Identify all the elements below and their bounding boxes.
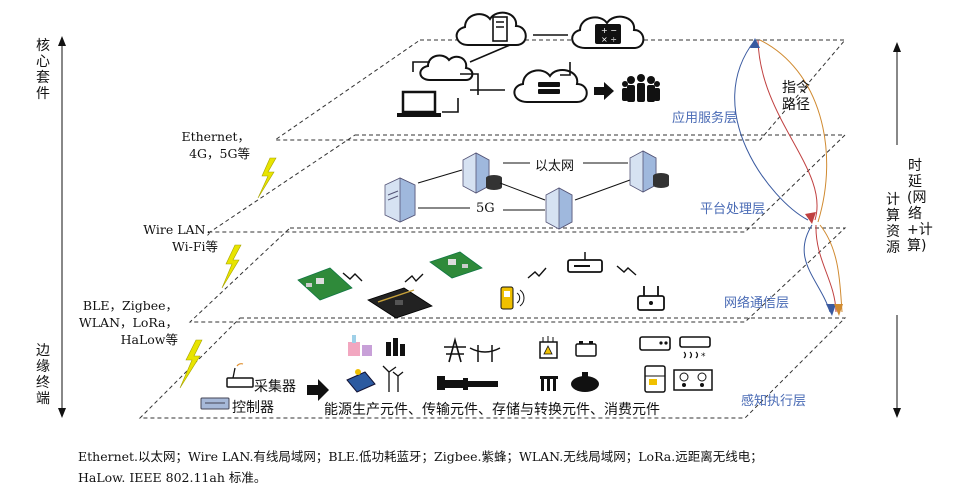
router-icon [567,252,603,273]
footer-note-line-2: HaLow. IEEE 802.11ah 标准。 [78,470,267,485]
svg-text:× ÷: × ÷ [601,35,617,44]
cloud-storage-icon [513,69,588,103]
command-path-curve [815,224,837,313]
ethernet-link-label: 以太网 [535,159,575,174]
layer-label-network: 网络通信层 [724,296,790,311]
arrow-right-icon [594,82,614,100]
circuit-board-icon [297,267,353,301]
components-caption: 能源生产元件、传输元件、存储与转换元件、消费元件 [324,402,660,418]
protocol-label-lan: Wire LAN，Wi-Fi等 [143,222,218,254]
wifi-access-point-icon [637,286,665,311]
right-axis-arrow [893,42,901,418]
cloud-server-icon [455,11,527,46]
command-path-curve [734,39,809,221]
server-icon [545,187,573,230]
wind-turbine-icon [382,365,404,392]
iot-device-icon [500,286,525,310]
left-axis-bottom-label: 边缘终端 [36,343,50,407]
arrowhead-icon [834,304,843,316]
command-path-curve [803,224,831,313]
arrow-right-icon [307,379,329,401]
laptop-icon [397,90,441,117]
lightning-icon [257,157,277,199]
fiveg-link-label: 5G [476,201,495,216]
users-icon [622,74,660,102]
footer-note-line-1: Ethernet.以太网；Wire LAN.有线局域网；BLE.低功耗蓝牙；Zi… [78,449,763,464]
circuit-board-icon [429,251,483,279]
cloud-calculator-icon: + − × ÷ [571,15,645,49]
command-path-label: 指令路径 [782,80,810,113]
left-axis-arrow [58,36,66,418]
database-server-icon [629,150,669,193]
layer-label-platform: 平台处理层 [700,202,766,217]
command-path-curve [757,39,818,221]
server-icon [384,177,416,223]
wireless-signal-icon [404,273,424,283]
network-card-icon [367,287,433,319]
arrowhead-icon [750,38,760,48]
substation-icon [539,336,558,359]
lightning-icon [221,244,242,289]
collector-label: 采集器 [254,379,296,395]
air-conditioner-icon [639,336,671,351]
factory-icon [386,338,405,356]
refrigerator-icon [644,365,666,393]
layer-label-perception: 感知执行层 [741,394,807,409]
svg-text:+ −: + − [601,26,617,35]
right-axis-compute-label: 计算资源 [886,192,900,256]
stove-icon [673,369,713,391]
layer-label-application: 应用服务层 [672,111,738,126]
wireless-signal-icon [527,267,547,279]
svg-text:*: * [701,352,706,362]
power-plant-icon [348,335,372,356]
transmission-tower-icon [444,336,466,363]
pipeline-icon [437,376,498,390]
controller-label: 控制器 [232,400,274,416]
cloud-icon [419,54,474,81]
power-line-icon [469,345,501,362]
command-path-curve [759,39,828,223]
gas-tank-icon [571,372,599,392]
collector-device-icon [226,363,254,388]
solar-panel-icon [346,369,376,393]
storage-cells-icon [540,376,558,391]
layer-plane-platform [208,134,847,233]
wireless-signal-icon [616,265,637,276]
arrowhead-icon [805,212,816,224]
protocol-label-backbone: Ethernet，4G，5G等 [181,129,250,161]
wireless-signal-icon [342,272,363,282]
lightning-icon [179,339,203,389]
layer-plane-application [273,39,847,141]
protocol-label-edge: BLE，Zigbee，WLAN，LoRa，HaLow等 [78,298,178,347]
arrowhead-icon [826,304,836,316]
command-path-curve [819,224,843,313]
right-axis-latency-label: 时延(网络+计算) [907,158,933,254]
battery-icon [575,341,597,357]
database-server-icon [462,152,502,194]
controller-device-icon [200,397,230,410]
left-axis-top-label: 核心套件 [36,38,50,102]
ac-unit-icon: * [679,336,711,362]
